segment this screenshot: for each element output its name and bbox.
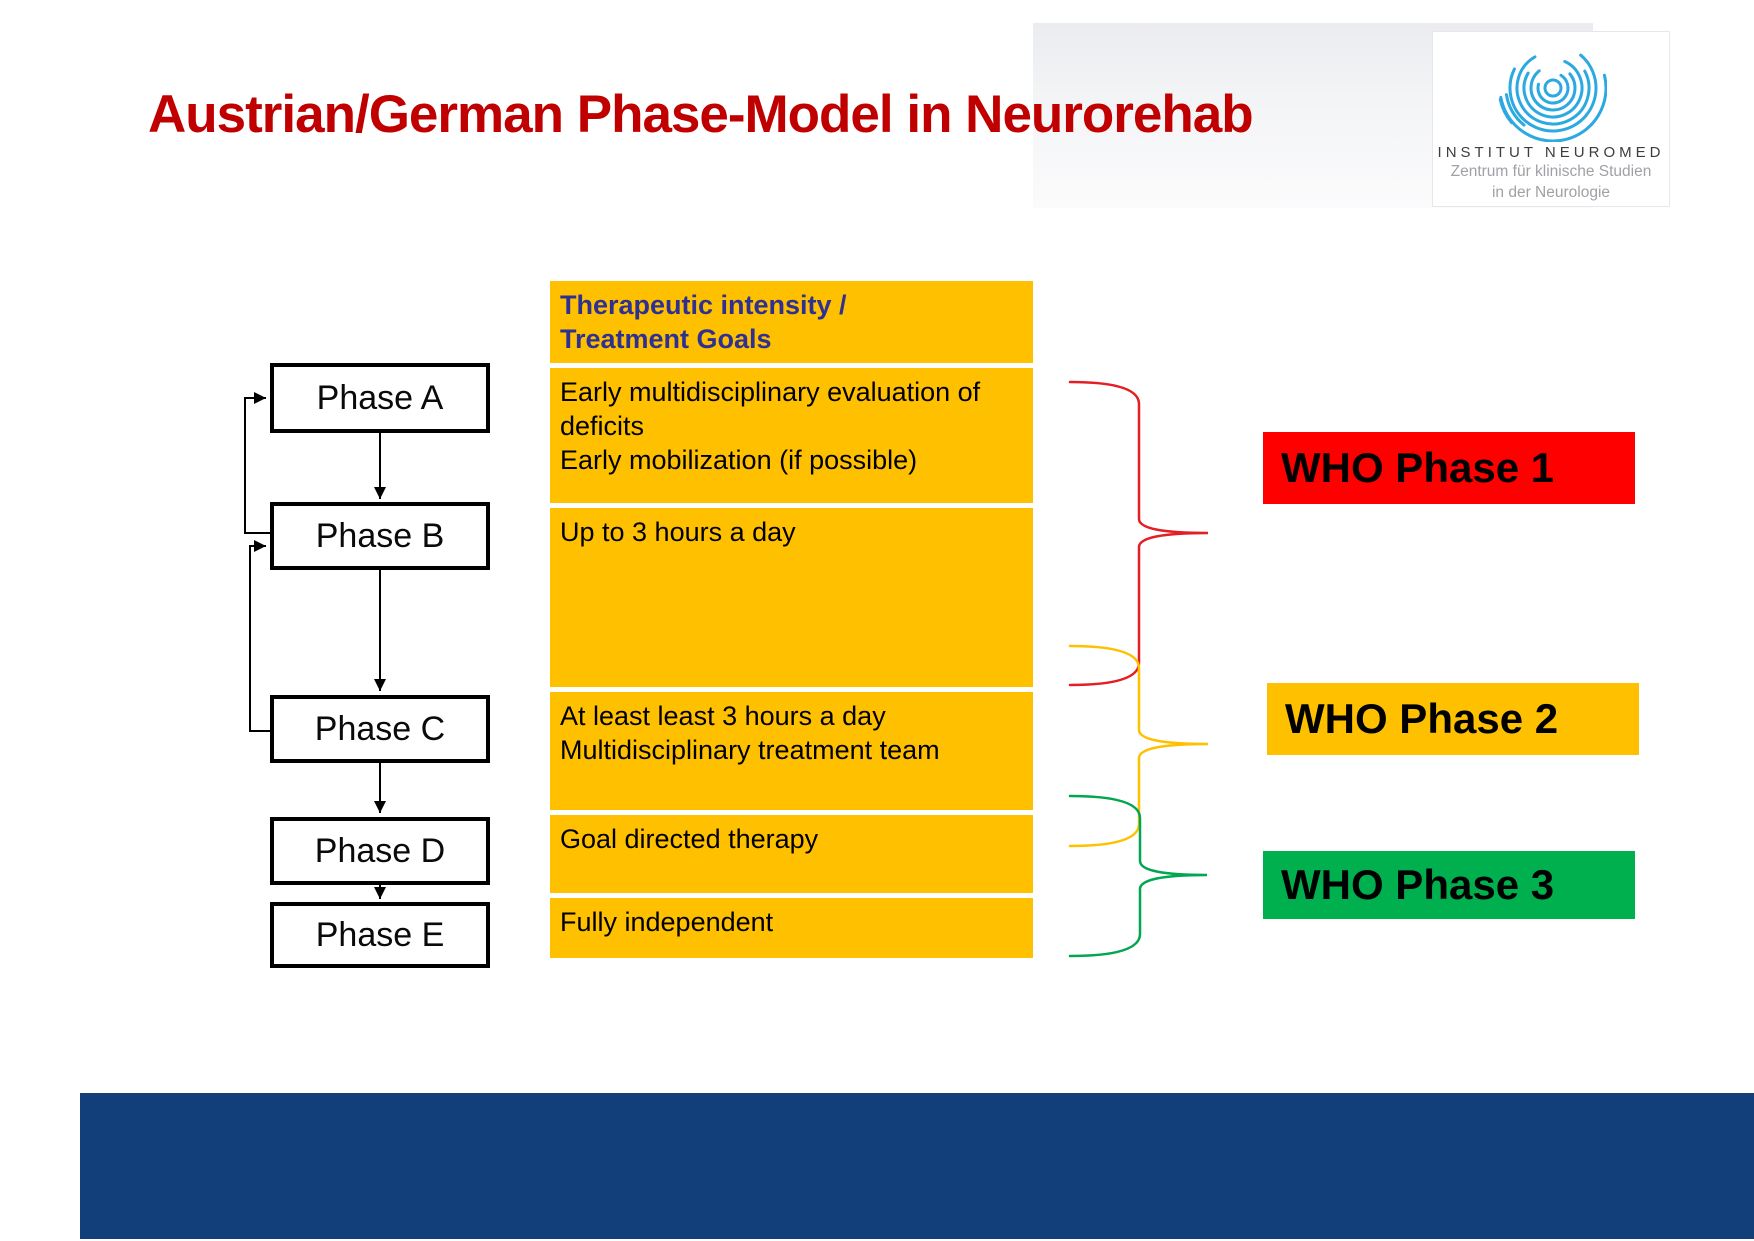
table-row-phase-c: At least least 3 hours a day Multidiscip… [550,692,1033,810]
phase-box-d-label: Phase D [314,831,446,870]
phase-box-e: Phase E [270,902,490,968]
table-row-phase-e: Fully independent [550,898,1033,958]
page-title: Austrian/German Phase-Model in Neuroreha… [148,85,1254,144]
logo-card: INSTITUT NEUROMED Zentrum für klinische … [1432,31,1670,207]
brace-who-phase-3 [1068,794,1208,958]
phase-box-d: Phase D [270,817,490,885]
table-row-phase-b: Up to 3 hours a day [550,508,1033,687]
table-header: Therapeutic intensity / Treatment Goals [550,281,1033,363]
feedback-arrow-b-to-a [244,392,270,534]
phase-box-a-label: Phase A [316,378,444,417]
table-row-phase-a: Early multidisciplinary evaluation of de… [550,368,1033,503]
who-phase-2-label: WHO Phase 2 [1285,695,1559,742]
logo-subtitle-line2: in der Neurologie [1491,184,1611,201]
phase-box-b-label: Phase B [315,516,445,555]
feedback-arrow-c-to-b [249,540,270,732]
who-phase-3-label: WHO Phase 3 [1281,861,1555,908]
who-phase-1-label: WHO Phase 1 [1281,444,1555,491]
phase-box-c: Phase C [270,695,490,763]
neuromed-spiral-icon [1497,38,1607,142]
who-phase-3-box: WHO Phase 3 [1263,851,1635,919]
who-phase-1-box: WHO Phase 1 [1263,432,1635,504]
logo-institute-name: INSTITUT NEUROMED [1437,144,1665,161]
phase-box-a: Phase A [270,363,490,433]
brace-who-phase-2 [1068,644,1209,848]
who-phase-2-box: WHO Phase 2 [1267,683,1639,755]
footer-bar [80,1093,1754,1239]
table-row-phase-d: Goal directed therapy [550,815,1033,893]
logo-subtitle-line1: Zentrum für klinische Studien [1450,163,1652,180]
phase-box-e-label: Phase E [315,915,445,954]
phase-box-c-label: Phase C [314,709,446,748]
phase-box-b: Phase B [270,502,490,570]
brace-who-phase-1 [1068,380,1209,687]
